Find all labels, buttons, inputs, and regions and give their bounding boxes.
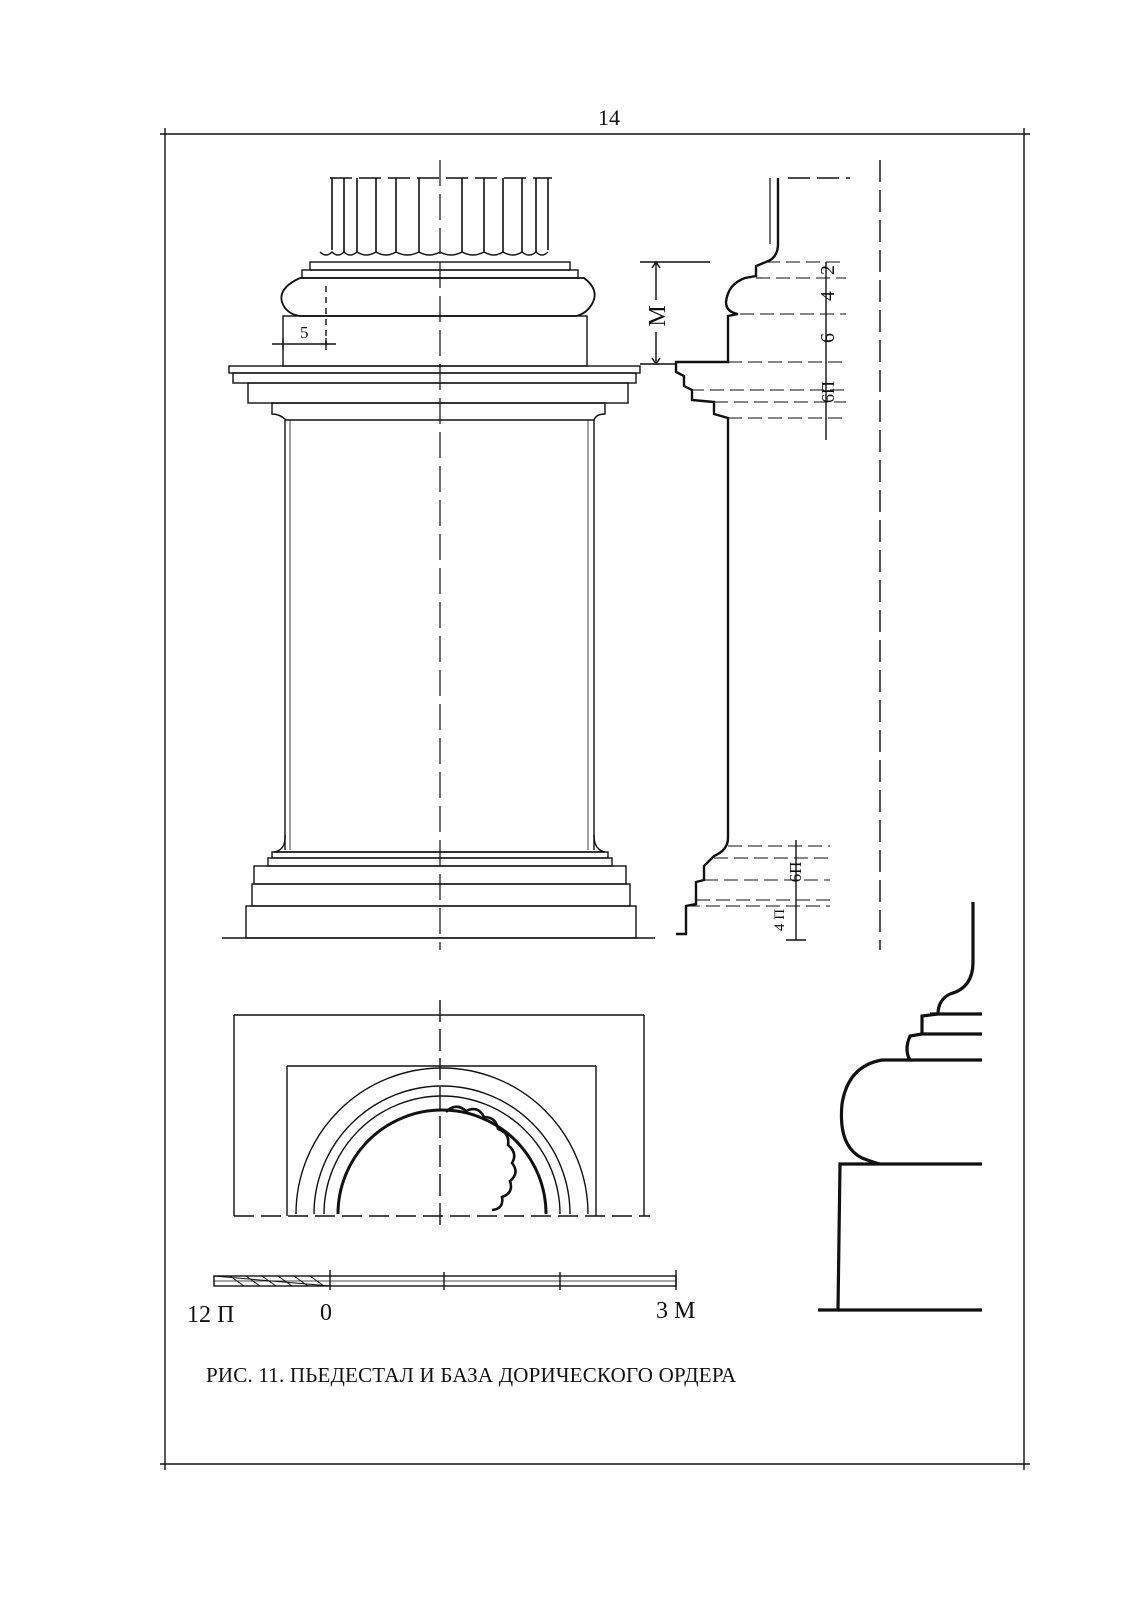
scale-zero-label: 0 [320,1300,332,1326]
scale-bar [213,1270,677,1290]
scale-left-label: 12 П [187,1302,235,1328]
pedestal-elevation [222,160,655,950]
dim-plinth-height: 6П [786,862,805,883]
frame-border [160,128,1030,1470]
dim-bottom-height: 4 П [772,909,788,931]
scale-right-label: 3 М [656,1298,696,1324]
dim-profile-six: 6 [817,333,839,343]
base-detail [818,902,982,1312]
pedestal-profile [640,160,881,950]
dim-profile-mid: 4 [817,291,839,301]
dim-cornice-height: 6П [818,381,838,403]
page-number: 14 [598,105,620,130]
dim-profile-top: 2 [817,265,839,275]
dim-module: M [645,305,671,326]
dim-base-offset: 5 [300,323,309,342]
figure-caption: РИС. 11. ПЬЕДЕСТАЛ И БАЗА ДОРИЧЕСКОГО ОР… [206,1363,737,1387]
pedestal-plan [233,1000,650,1230]
